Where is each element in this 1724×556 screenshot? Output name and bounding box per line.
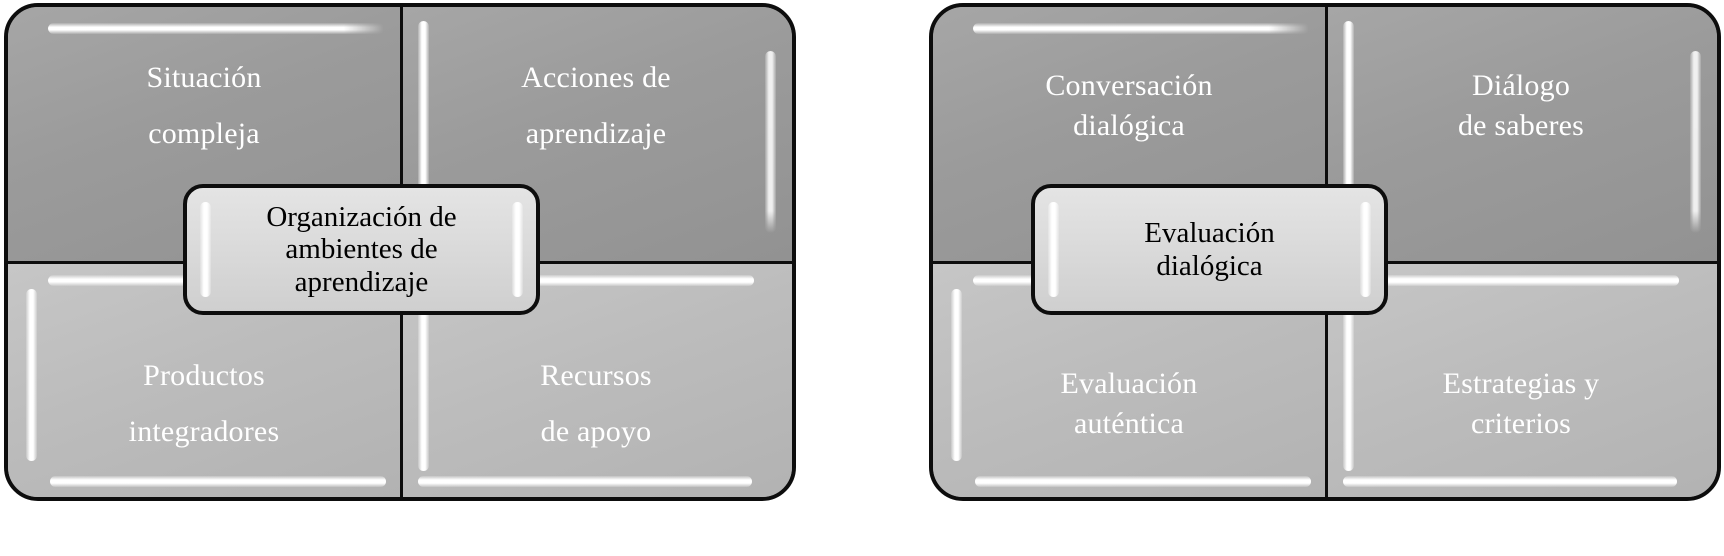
label-line: Conversación (1045, 69, 1213, 102)
label-line: de saberes (1457, 109, 1585, 142)
label-line: Situación (146, 61, 262, 94)
label-line: Evaluación (1060, 367, 1198, 400)
quadrant-label: Estrategias y criterios (1325, 261, 1717, 497)
label-line: aprendizaje (294, 265, 429, 298)
center-label-text: Organización de ambientes de aprendizaje (232, 201, 490, 298)
label-line: ambientes de (285, 233, 438, 266)
label-line: Productos (143, 359, 265, 392)
label-line: Estrategias y (1442, 367, 1600, 400)
center-label-evaluacion-dialogica[interactable]: Evaluación dialógica (1031, 184, 1388, 315)
quadrant-label: Recursos de apoyo (400, 261, 792, 497)
gloss-highlight-right (512, 202, 523, 297)
label-line: Organización de (266, 200, 457, 233)
label-line: Acciones de (521, 61, 671, 94)
quadrant-label: Diálogo de saberes (1325, 7, 1717, 261)
gloss-highlight-right (1360, 202, 1371, 297)
quadrant-top-right[interactable]: Diálogo de saberes (1325, 7, 1717, 261)
label-line: dialógica (1156, 249, 1263, 282)
label-line: dialógica (1073, 109, 1185, 142)
label-line: compleja (148, 117, 260, 150)
center-label-text: Evaluación dialógica (1110, 217, 1308, 282)
quadrant-fill (1325, 261, 1717, 497)
quadrant-label: Productos integradores (8, 261, 400, 497)
label-line: integradores (128, 415, 280, 448)
quadrant-label: Situación compleja (8, 7, 400, 261)
label-line: Evaluación (1144, 217, 1275, 250)
label-line: aprendizaje (525, 117, 667, 150)
quadrant-label: Conversación dialógica (933, 7, 1325, 261)
gloss-highlight-left (200, 202, 211, 297)
label-line: criterios (1470, 407, 1572, 440)
gloss-highlight-left (1048, 202, 1059, 297)
quadrant-label: Evaluación auténtica (933, 261, 1325, 497)
quadrant-fill (1325, 7, 1717, 261)
label-line: Recursos (540, 359, 652, 392)
quadrant-fill (400, 261, 792, 497)
label-line: auténtica (1073, 407, 1185, 440)
quadrant-label: Acciones de aprendizaje (400, 7, 792, 261)
label-line: Diálogo (1471, 69, 1571, 102)
label-line: de apoyo (540, 415, 652, 448)
center-label-organizacion-ambientes[interactable]: Organización de ambientes de aprendizaje (183, 184, 540, 315)
